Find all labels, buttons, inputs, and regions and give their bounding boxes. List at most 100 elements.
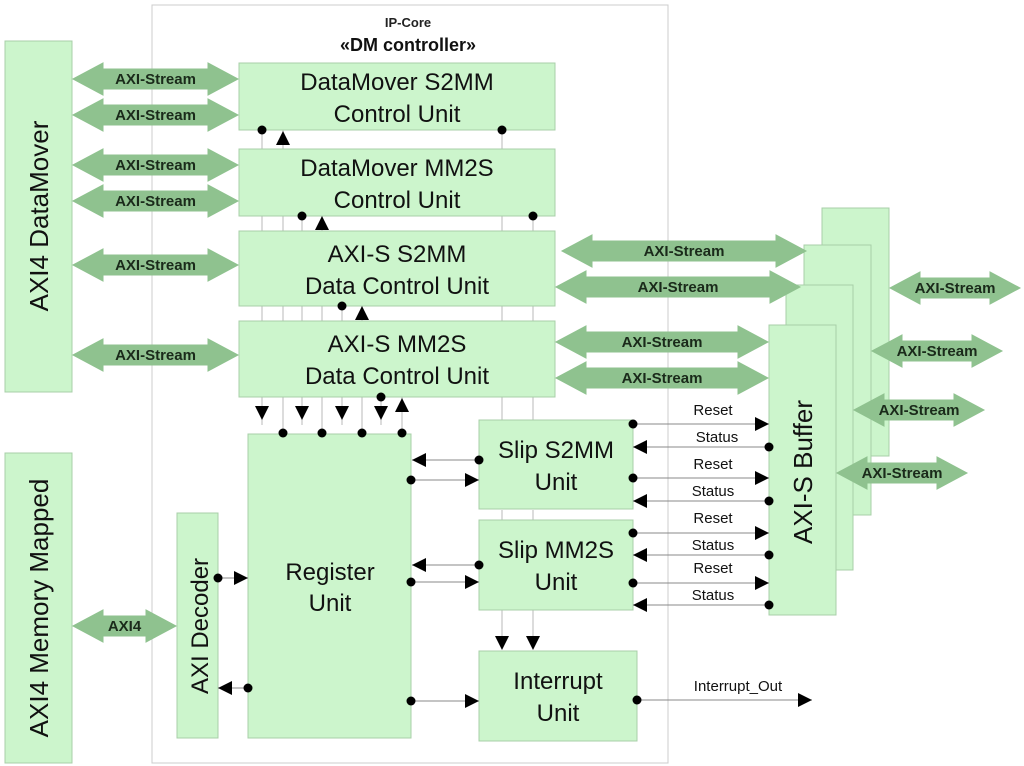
svg-text:AXI-S MM2S: AXI-S MM2S [328,331,467,358]
arrowhead-icon [218,681,232,695]
connection-dot [406,475,416,485]
connection-dot [764,600,774,610]
axi-stream-bus-arrow [71,184,240,218]
arrowhead-icon [395,398,409,412]
bus-arrow-label: AXI-Stream [115,347,196,364]
unit-datamover-s2mm: DataMover S2MM Control Unit [238,62,556,131]
axis-buffer-front [768,324,837,616]
axi-stream-bus-arrow [835,456,969,490]
arrowhead-icon [526,636,540,650]
arrowhead-icon [465,575,479,589]
signal-wires [213,125,812,708]
bus-arrow-label: AXI-Stream [915,280,996,297]
arrowhead-icon [255,406,269,420]
unit-interrupt: Interrupt Unit [478,650,638,742]
label-status: Status [692,483,735,500]
svg-text:Control Unit: Control Unit [334,101,461,128]
connection-dot [628,528,638,538]
arrowhead-icon [315,216,329,230]
axi-stream-bus-arrow [554,270,802,304]
connection-dot [474,455,484,465]
arrowhead-icon [335,406,349,420]
bus-arrow-label: AXI-Stream [115,71,196,88]
arrowhead-icon [755,526,769,540]
connection-dot [528,211,538,221]
connection-dot [317,428,327,438]
bus-arrow-label: AXI-Stream [622,370,703,387]
arrowhead-icon [374,406,388,420]
svg-text:Control Unit: Control Unit [334,187,461,214]
bus-arrow-label: AXI4 [108,618,142,635]
arrowhead-icon [234,571,248,585]
connection-dot [764,550,774,560]
bus-arrow-label: AXI-Stream [638,279,719,296]
connection-dot [243,683,253,693]
bus-arrow-label: AXI-Stream [115,193,196,210]
axi-stream-bus-arrow [560,234,808,268]
connection-dot [297,211,307,221]
svg-text:Slip MM2S: Slip MM2S [498,537,614,564]
connection-dot [213,573,223,583]
bus-arrow-label: AXI-Stream [644,243,725,260]
signal-labels: Reset Status Reset Status Reset Status R… [692,402,783,695]
connection-dot [497,125,507,135]
arrowhead-icon [755,576,769,590]
svg-text:Unit: Unit [537,700,580,727]
label-reset: Reset [693,560,733,577]
arrowhead-icon [276,131,290,145]
axi4-datamover-block: AXI4 DataMover [4,40,73,393]
arrowhead-icon [495,636,509,650]
svg-text:AXI4 DataMover: AXI4 DataMover [24,120,54,311]
svg-text:Unit: Unit [535,569,578,596]
label-reset: Reset [693,456,733,473]
arrowhead-icon [465,473,479,487]
arrowhead-icon [412,453,426,467]
unit-axis-mm2s: AXI-S MM2S Data Control Unit [238,320,556,398]
svg-text:Unit: Unit [535,469,578,496]
arrowhead-icon [355,306,369,320]
label-reset: Reset [693,402,733,419]
axi4-memory-mapped-block: AXI4 Memory Mapped [4,452,73,764]
bus-arrow-label: AXI-Stream [115,157,196,174]
axi-stream-bus-arrow [554,325,770,359]
label-reset: Reset [693,510,733,527]
bus-arrow-label: AXI-Stream [115,107,196,124]
axi-stream-bus-arrow [888,271,1022,305]
svg-text:DataMover MM2S: DataMover MM2S [300,155,493,182]
label-interrupt-out: Interrupt_Out [694,678,783,695]
svg-text:Data Control Unit: Data Control Unit [305,273,489,300]
unit-datamover-mm2s: DataMover MM2S Control Unit [238,148,556,217]
axi-stream-bus-arrow [71,98,240,132]
bus-arrow-label: AXI-Stream [115,257,196,274]
bus-arrow-label: AXI-Stream [879,402,960,419]
connection-dot [376,392,386,402]
axi-stream-bus-arrow [71,148,240,182]
unit-slip-s2mm: Slip S2MM Unit [478,419,634,510]
unit-slip-mm2s: Slip MM2S Unit [478,519,634,611]
connection-dot [406,696,416,706]
connection-dot [357,428,367,438]
unit-axis-s2mm: AXI-S S2MM Data Control Unit [238,230,556,307]
connection-dot [474,560,484,570]
connection-dot [764,442,774,452]
connection-dot [632,695,642,705]
connection-dot [397,428,407,438]
svg-text:AXI-S S2MM: AXI-S S2MM [328,241,467,268]
arrowhead-icon [633,548,647,562]
axi-stream-bus-arrow [71,62,240,96]
bus-arrow-label: AXI-Stream [622,334,703,351]
svg-text:Data Control Unit: Data Control Unit [305,363,489,390]
connection-dot [628,419,638,429]
svg-text:Unit: Unit [309,590,352,617]
axis-buffer-label: AXI-S Buffer [788,400,818,544]
arrowhead-icon [755,471,769,485]
unit-axi-decoder: AXI Decoder [176,512,219,739]
arrowhead-icon [465,694,479,708]
bus-arrow-label: AXI-Stream [897,343,978,360]
label-status: Status [692,537,735,554]
arrowhead-icon [633,494,647,508]
axi-stream-bus-arrow [870,334,1004,368]
bus-arrow-label: AXI-Stream [862,465,943,482]
connection-dot [337,301,347,311]
arrowhead-icon [798,693,812,707]
